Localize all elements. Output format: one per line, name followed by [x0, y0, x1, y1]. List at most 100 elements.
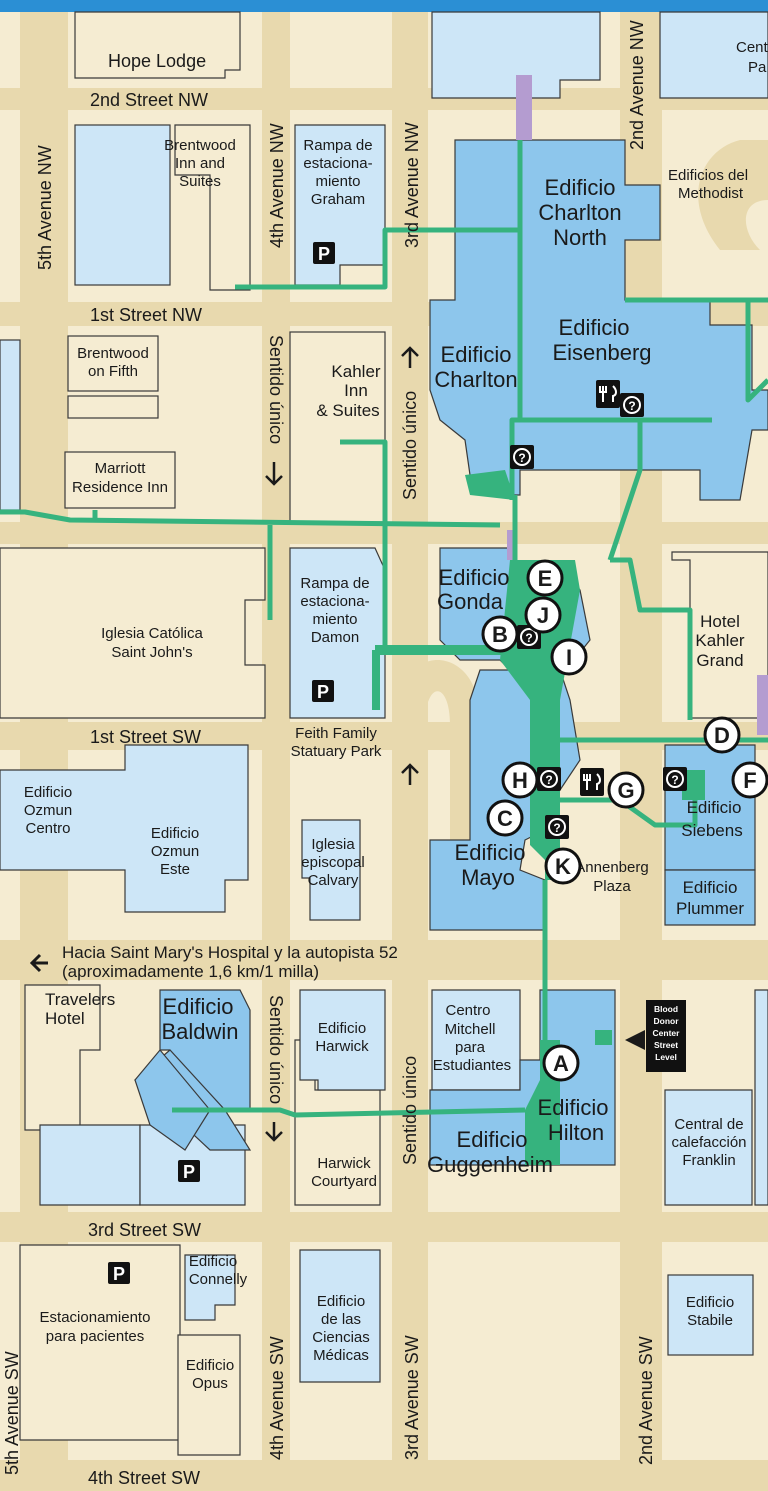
- label-graham-2: estaciona-: [303, 155, 372, 172]
- label-kahler-inn-3: & Suites: [316, 401, 379, 420]
- one-way-arrows: [29, 346, 645, 1142]
- label-4th-street-sw: 4th Street SW: [88, 1468, 200, 1488]
- label-gonda-1: Edificio: [439, 565, 510, 590]
- label-3rd-avenue-nw: 3rd Avenue NW: [402, 122, 422, 248]
- connelly-shape: [184, 1254, 236, 1321]
- label-2nd-avenue-nw: 2nd Avenue NW: [627, 20, 647, 150]
- medical-sciences-shape: [299, 1249, 381, 1383]
- label-graham-4: Graham: [311, 191, 365, 208]
- label-mitchell-4: Estudiantes: [433, 1057, 511, 1074]
- arrow-up-3rd-nw: [401, 346, 419, 368]
- label-marriott-2: Residence Inn: [72, 479, 168, 496]
- kahler-inn-shape: [289, 331, 386, 523]
- stabile-shape: [667, 1274, 754, 1356]
- direction-note-line2: (aproximadamente 1,6 km/1 milla): [62, 962, 319, 981]
- path-marriott: [0, 509, 501, 528]
- entrance-marker-b: B: [481, 615, 519, 653]
- parking-label: P: [113, 1264, 125, 1284]
- label-saint-johns-2: Saint John's: [111, 644, 192, 661]
- label-mitchell-2: Mitchell: [445, 1021, 496, 1038]
- label-medical-sciences-2: de las: [321, 1311, 361, 1328]
- label-ozmun-centro-2: Ozmun: [24, 802, 72, 819]
- label-brentwood-inn-1: Brentwood: [164, 137, 236, 154]
- svg-text:C: C: [497, 806, 513, 831]
- label-damon-4: Damon: [311, 629, 359, 646]
- label-opus-2: Opus: [192, 1375, 228, 1392]
- svg-text:Donor: Donor: [653, 1016, 679, 1026]
- label-franklin-3: Franklin: [682, 1152, 735, 1169]
- entrance-markers: A B C D E F G H: [481, 559, 768, 1082]
- label-harwick-courtyard-2: Courtyard: [311, 1173, 377, 1190]
- parking-icon: [178, 1160, 200, 1182]
- parking-icon: [312, 680, 334, 702]
- label-2nd-avenue-sw: 2nd Avenue SW: [636, 1336, 656, 1465]
- arrow-down-4th-nw: [265, 462, 283, 486]
- header-bar: [0, 0, 768, 12]
- entrance-marker-c: C: [486, 799, 524, 837]
- label-ozmun-centro-1: Edificio: [24, 784, 72, 801]
- label-mayo-1: Edificio: [455, 840, 526, 865]
- parking-icon: [108, 1262, 130, 1284]
- info-icon: ?: [545, 815, 569, 839]
- label-guggenheim-2: Guggenheim: [427, 1152, 553, 1177]
- label-harwick-2: Harwick: [315, 1038, 369, 1055]
- opus-shape: [177, 1334, 241, 1456]
- label-ozmun-este-3: Este: [160, 861, 190, 878]
- baldwin-annex-a: [39, 1124, 141, 1206]
- label-cent-2: Pa: [748, 59, 767, 76]
- entrance-marker-j: J: [524, 596, 562, 634]
- marriott-shape: [64, 451, 176, 509]
- svg-text:I: I: [566, 645, 572, 670]
- svg-text:Blood: Blood: [654, 1004, 678, 1014]
- label-one-way-4th-sw: Sentido único: [266, 995, 286, 1104]
- label-ozmun-este-1: Edificio: [151, 825, 199, 842]
- label-3rd-avenue-sw: 3rd Avenue SW: [402, 1335, 422, 1460]
- label-4th-avenue-sw: 4th Avenue SW: [267, 1336, 287, 1460]
- parking-icon: [313, 242, 335, 264]
- svg-text:Level: Level: [655, 1052, 677, 1062]
- restaurant-icon: [580, 768, 604, 796]
- label-travelers-1: Travelers: [45, 990, 115, 1009]
- baldwin-lower: [134, 1049, 211, 1151]
- svg-text:H: H: [512, 768, 528, 793]
- label-calvary-2: episcopal: [301, 854, 364, 871]
- entrance-marker-e: E: [526, 559, 564, 597]
- label-siebens-1: Edificio: [687, 798, 742, 817]
- label-hilton-2: Hilton: [548, 1120, 604, 1145]
- calvary-shape: [301, 819, 361, 921]
- label-patient-parking-2: para pacientes: [46, 1328, 144, 1345]
- label-kahler-grand-1: Hotel: [700, 612, 740, 631]
- svg-text:G: G: [617, 778, 634, 803]
- svg-text:E: E: [538, 566, 553, 591]
- label-cent-1: Cent: [736, 39, 768, 56]
- center-pa-shape: [659, 11, 768, 99]
- label-methodist-2: Methodist: [678, 185, 744, 202]
- label-charlton-2: Charlton: [434, 367, 517, 392]
- label-travelers-2: Hotel: [45, 1009, 85, 1028]
- svg-text:K: K: [555, 854, 571, 879]
- label-charlton-north-1: Edificio: [545, 175, 616, 200]
- info-icon: ?: [663, 767, 687, 791]
- arrow-left-direction: [29, 953, 48, 973]
- label-damon-1: Rampa de: [300, 575, 369, 592]
- label-siebens-2: Siebens: [681, 821, 742, 840]
- label-damon-3: miento: [312, 611, 357, 628]
- entrance-marker-h: H: [501, 761, 539, 799]
- label-charlton-1: Edificio: [441, 342, 512, 367]
- label-saint-johns-1: Iglesia Católica: [101, 625, 203, 642]
- label-harwick-courtyard-1: Harwick: [317, 1155, 371, 1172]
- parking-label: P: [317, 682, 329, 702]
- info-icon: ?: [537, 767, 561, 791]
- label-methodist-1: Edificios del: [668, 167, 748, 184]
- charlton-north-top: [431, 11, 601, 99]
- entrance-marker-a: A: [542, 1044, 580, 1082]
- label-feith-2: Statuary Park: [291, 743, 382, 760]
- left-edge-block: [0, 339, 21, 511]
- label-5th-avenue-nw: 5th Avenue NW: [35, 145, 55, 270]
- label-medical-sciences-3: Ciencias: [312, 1329, 370, 1346]
- label-kahler-inn-1: Kahler: [331, 362, 380, 381]
- outline-buildings: [0, 11, 768, 1456]
- label-graham-3: miento: [315, 173, 360, 190]
- franklin-shape: [664, 1089, 753, 1206]
- direction-note-line1: Hacia Saint Mary's Hospital y la autopis…: [62, 943, 398, 962]
